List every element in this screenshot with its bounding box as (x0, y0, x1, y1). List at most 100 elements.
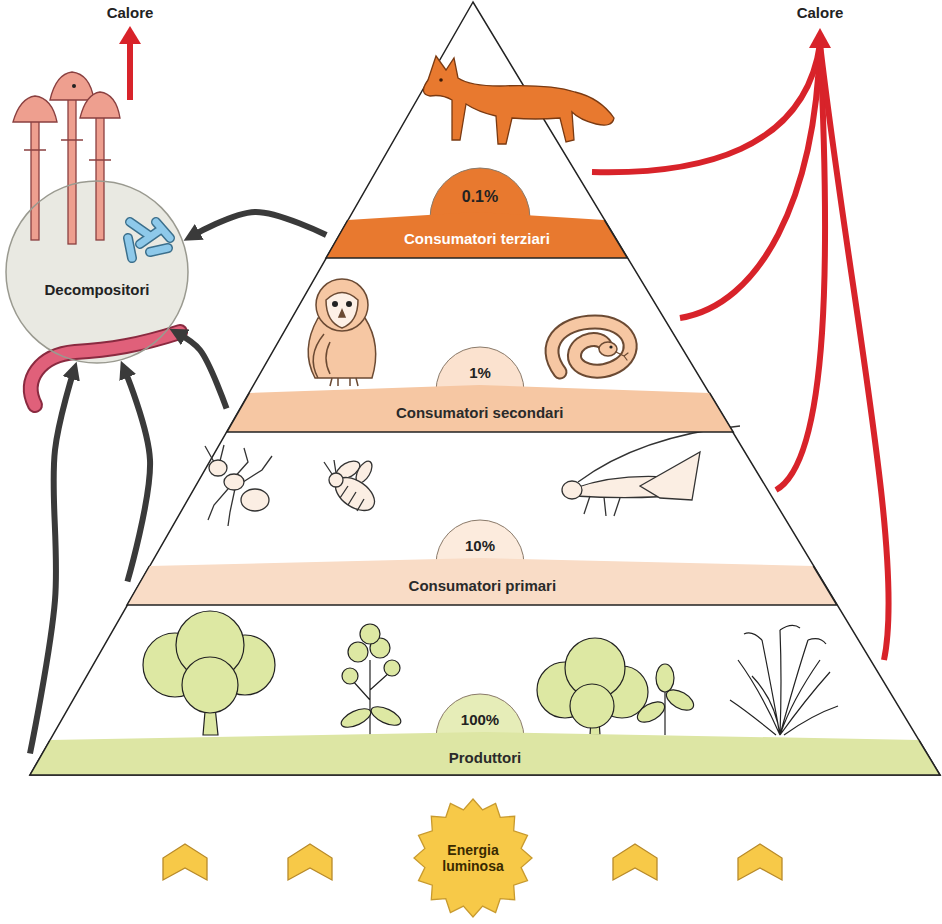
bacteria-figure (128, 222, 170, 258)
small-plant (634, 698, 668, 727)
mushroom-figure (50, 72, 94, 100)
owl-figure (339, 310, 345, 317)
heat-flow (119, 26, 889, 660)
percent-semicircle: 1% (436, 347, 524, 391)
text-holder: Produttori (30, 740, 940, 775)
level-name: Produttori (449, 749, 522, 766)
snake-figure (609, 345, 612, 348)
decomposer-circle-outline (5, 180, 189, 364)
label-holder: Calore (760, 4, 880, 21)
earthworm-figure (31, 332, 180, 405)
text-holder: Consumatori terziari (326, 220, 627, 258)
grass-figure (744, 625, 826, 644)
text-holder: Energia luminosa (413, 798, 533, 918)
trophic-band: Produttori (30, 732, 940, 775)
bacteria-figure (128, 222, 170, 258)
semicircle-shape (436, 347, 524, 391)
band-edge (326, 220, 627, 258)
heat-flow (680, 44, 820, 318)
mushroom-figure (96, 114, 104, 240)
owl-figure (326, 342, 330, 374)
owl-figure (330, 378, 358, 386)
tree-figure (182, 657, 238, 713)
trophic-band: Consumatori secondari (227, 385, 733, 432)
level-name: Consumatori secondari (396, 404, 564, 421)
band-fill (127, 558, 837, 605)
heat-label: Calore (107, 4, 154, 21)
text-holder: Consumatori secondari (227, 393, 733, 432)
pyramid-outline (30, 2, 940, 775)
bush-figure (537, 638, 648, 735)
heat-flow (592, 44, 820, 172)
snake-figure (616, 352, 628, 360)
text-holder: 100% (436, 707, 524, 731)
band-edge (30, 740, 940, 775)
band-edge (227, 393, 733, 432)
ant-figure (205, 445, 272, 526)
ant-figure (205, 445, 272, 526)
energy-flow-arrow (30, 371, 74, 753)
light-chevron (288, 844, 332, 880)
percent-semicircle: 10% (436, 520, 524, 564)
level-name: Consumatori primari (409, 577, 557, 594)
mushroom-figure (72, 84, 76, 88)
bacteria-figure (128, 222, 170, 258)
text-holder: 1% (436, 360, 524, 384)
ant-figure (224, 474, 244, 490)
grasshopper-figure (562, 426, 740, 516)
sun-label: Energia luminosa (428, 842, 518, 874)
flower-plant (342, 668, 358, 684)
earthworm-figure (31, 332, 180, 405)
flower-plant (384, 660, 400, 676)
snake-figure (552, 322, 630, 372)
decomposer-label: Decompositori (44, 281, 149, 298)
owl-figure (316, 279, 368, 331)
owl-figure (313, 334, 324, 378)
energy-flow-arrow (125, 370, 150, 581)
earthworm-figure (31, 332, 180, 405)
band-fill (326, 212, 627, 258)
mushroom-figure (68, 96, 76, 244)
level-name: Consumatori terziari (404, 230, 550, 247)
mushroom-figure (31, 118, 39, 240)
mushroom-figure (24, 140, 111, 160)
percent-semicircle: 100% (436, 694, 524, 738)
energy-flow-arrow (192, 212, 326, 236)
flower-plant (360, 624, 380, 644)
mushroom-figure (13, 72, 120, 244)
grasshopper-figure (562, 481, 582, 499)
heat-label: Calore (797, 4, 844, 21)
circle-border (6, 181, 188, 363)
flower-plant (339, 705, 374, 731)
percent-semicircle: 0.1% (430, 168, 530, 218)
energy-flow-arrow (178, 334, 226, 409)
small-plant (634, 664, 697, 735)
text-holder: 0.1% (430, 183, 530, 211)
semicircle-shape (430, 168, 530, 218)
fox-figure (423, 56, 614, 144)
snake-figure (552, 322, 630, 372)
flower-plant (339, 624, 404, 735)
heat-flow (119, 26, 141, 44)
trophic-band: Consumatori primari (127, 558, 837, 605)
grass-figure (730, 630, 838, 735)
snake-figure (552, 322, 630, 372)
bush-figure (570, 684, 614, 728)
owl-figure (346, 301, 352, 307)
band-edge (127, 566, 837, 605)
energy-percent: 100% (461, 711, 499, 728)
decomposer-circle: Decompositori (5, 180, 189, 364)
text-holder: Consumatori primari (127, 566, 837, 605)
heat-flow (820, 44, 889, 660)
heat-flow (127, 40, 133, 100)
semicircle-shape (436, 694, 524, 738)
flower-plant (369, 703, 404, 729)
fox-figure (423, 56, 614, 144)
snake-figure (599, 342, 617, 356)
owl-figure (308, 279, 376, 386)
